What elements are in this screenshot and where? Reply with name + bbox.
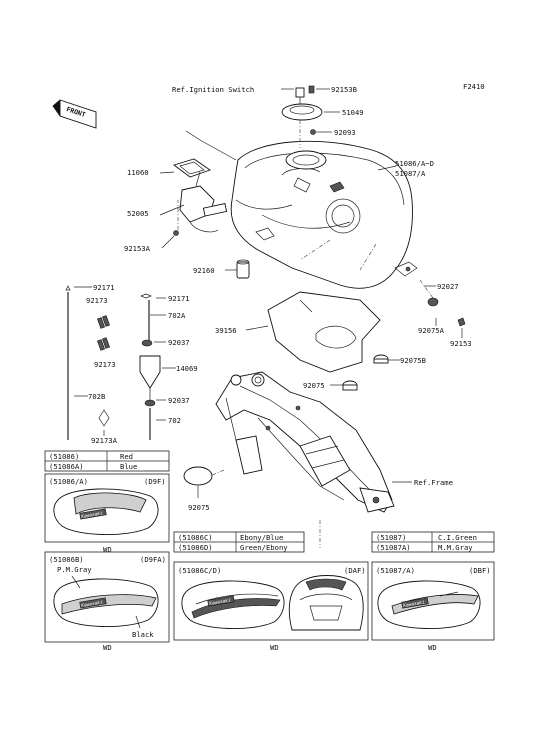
fuel-cap bbox=[281, 85, 323, 148]
variant-b-note2: Black bbox=[132, 630, 154, 639]
grommet-92075-bottom bbox=[183, 466, 213, 486]
callout-92153B: 92153B bbox=[331, 85, 357, 94]
table-c-color-0: Ebony/Blue bbox=[240, 533, 283, 542]
callout-92173-top: 92173 bbox=[86, 296, 108, 305]
table-a-color-1: Blue bbox=[120, 462, 137, 471]
variant-e-code: (51087/A) bbox=[376, 566, 415, 575]
callout-92027: 92027 bbox=[437, 282, 459, 291]
table-e-code-1: (51087A) bbox=[376, 543, 411, 552]
callout-92037-bottom: 92037 bbox=[168, 396, 190, 405]
callout-51086: 51086/A~D bbox=[395, 159, 434, 168]
table-c-code-1: (51086D) bbox=[178, 543, 213, 552]
callout-92160: 92160 bbox=[193, 266, 215, 275]
damper-parts bbox=[419, 279, 466, 327]
callout-92173-mid: 92173 bbox=[94, 360, 116, 369]
table-a-code-1: (51086A) bbox=[49, 462, 84, 471]
variant-b-panel: (51086B) (D9FA) P.M.Gray Kawasaki Black … bbox=[44, 551, 170, 652]
hose-92160 bbox=[236, 259, 250, 279]
callout-702B: 702B bbox=[88, 392, 105, 401]
callout-51087: 51087/A bbox=[395, 169, 426, 178]
callout-14069: 14069 bbox=[176, 364, 198, 373]
variant-c-footer: WD bbox=[270, 643, 279, 652]
callout-92171-left: 92171 bbox=[93, 283, 115, 292]
variant-c-panel: (51086C/D) (DAF) Kawasaki WD bbox=[173, 561, 369, 652]
table-a-color-0: Red bbox=[120, 452, 133, 461]
fuel-tank bbox=[230, 140, 418, 289]
callout-39156: 39156 bbox=[215, 326, 237, 335]
callout-702A: 702A bbox=[168, 311, 186, 320]
color-table-c: (51086C) Ebony/Blue (51086D) Green/Ebony bbox=[173, 531, 305, 553]
table-c-color-1: Green/Ebony bbox=[240, 543, 288, 552]
fuel-pump bbox=[173, 158, 228, 236]
callout-92173A: 92173A bbox=[91, 436, 118, 445]
table-a-code-0: (51086) bbox=[49, 452, 79, 461]
callout-92075-mid: 92075 bbox=[303, 381, 325, 390]
variant-e-tag: (DBF) bbox=[469, 566, 491, 575]
variant-e-panel: (51087/A) (DBF) Kawasaki WD bbox=[371, 561, 495, 652]
callout-92153A: 92153A bbox=[124, 244, 151, 253]
table-e-color-1: M.M.Gray bbox=[438, 543, 473, 552]
variant-e-brand: Kawasaki bbox=[402, 599, 426, 609]
callout-92153: 92153 bbox=[450, 339, 472, 348]
front-arrow-icon: FRONT bbox=[52, 99, 97, 129]
variant-c-tag: (DAF) bbox=[344, 566, 366, 575]
table-e-color-0: C.I.Green bbox=[438, 533, 477, 542]
frame bbox=[209, 371, 395, 548]
variant-a-footer: WD bbox=[103, 545, 112, 554]
callout-702: 702 bbox=[168, 416, 181, 425]
figure-code: F2410 bbox=[463, 82, 485, 91]
variant-a-brand: Kawasaki bbox=[80, 510, 104, 520]
variant-b-brand: Kawasaki bbox=[80, 599, 104, 609]
variant-b-tag: (D9FA) bbox=[140, 555, 166, 564]
callout-92075B: 92075B bbox=[400, 356, 426, 365]
callout-ref-frame: Ref.Frame bbox=[414, 478, 453, 487]
callout-52005: 52005 bbox=[127, 209, 149, 218]
callout-51049: 51049 bbox=[342, 108, 364, 117]
variant-e-footer: WD bbox=[428, 643, 437, 652]
variant-b-code: (51086B) bbox=[49, 555, 84, 564]
variant-c-code: (51086C/D) bbox=[178, 566, 221, 575]
callout-92075-bottom: 92075 bbox=[188, 503, 210, 512]
variant-b-footer: WD bbox=[103, 643, 112, 652]
callouts: Ref.Ignition Switch 92153B 51049 92093 1… bbox=[86, 85, 472, 512]
callout-92037-top: 92037 bbox=[168, 338, 190, 347]
fuel-hoses bbox=[65, 285, 161, 440]
variant-a-tag: (D9F) bbox=[144, 477, 166, 486]
color-table-e: (51087) C.I.Green (51087A) M.M.Gray bbox=[371, 531, 495, 553]
variant-b-note1: P.M.Gray bbox=[57, 565, 92, 574]
table-c-code-0: (51086C) bbox=[178, 533, 213, 542]
callout-11060: 11060 bbox=[127, 168, 149, 177]
color-table-a: (51086) Red (51086A) Blue bbox=[44, 450, 170, 472]
callout-ignition-switch: Ref.Ignition Switch bbox=[172, 85, 254, 94]
callout-92075A: 92075A bbox=[418, 326, 445, 335]
variant-c-brand: Kawasaki bbox=[208, 597, 232, 607]
variant-a-code: (51086/A) bbox=[49, 477, 88, 486]
grommet-92075 bbox=[342, 380, 358, 391]
table-e-code-0: (51087) bbox=[376, 533, 406, 542]
heat-insulator bbox=[267, 291, 381, 373]
grommet-92075B bbox=[373, 354, 389, 364]
leader-lines bbox=[74, 88, 463, 498]
callout-92093: 92093 bbox=[334, 128, 356, 137]
callout-92171-mid: 92171 bbox=[168, 294, 190, 303]
variant-a-panel: (51086/A) (D9F) Kawasaki WD bbox=[44, 473, 170, 554]
